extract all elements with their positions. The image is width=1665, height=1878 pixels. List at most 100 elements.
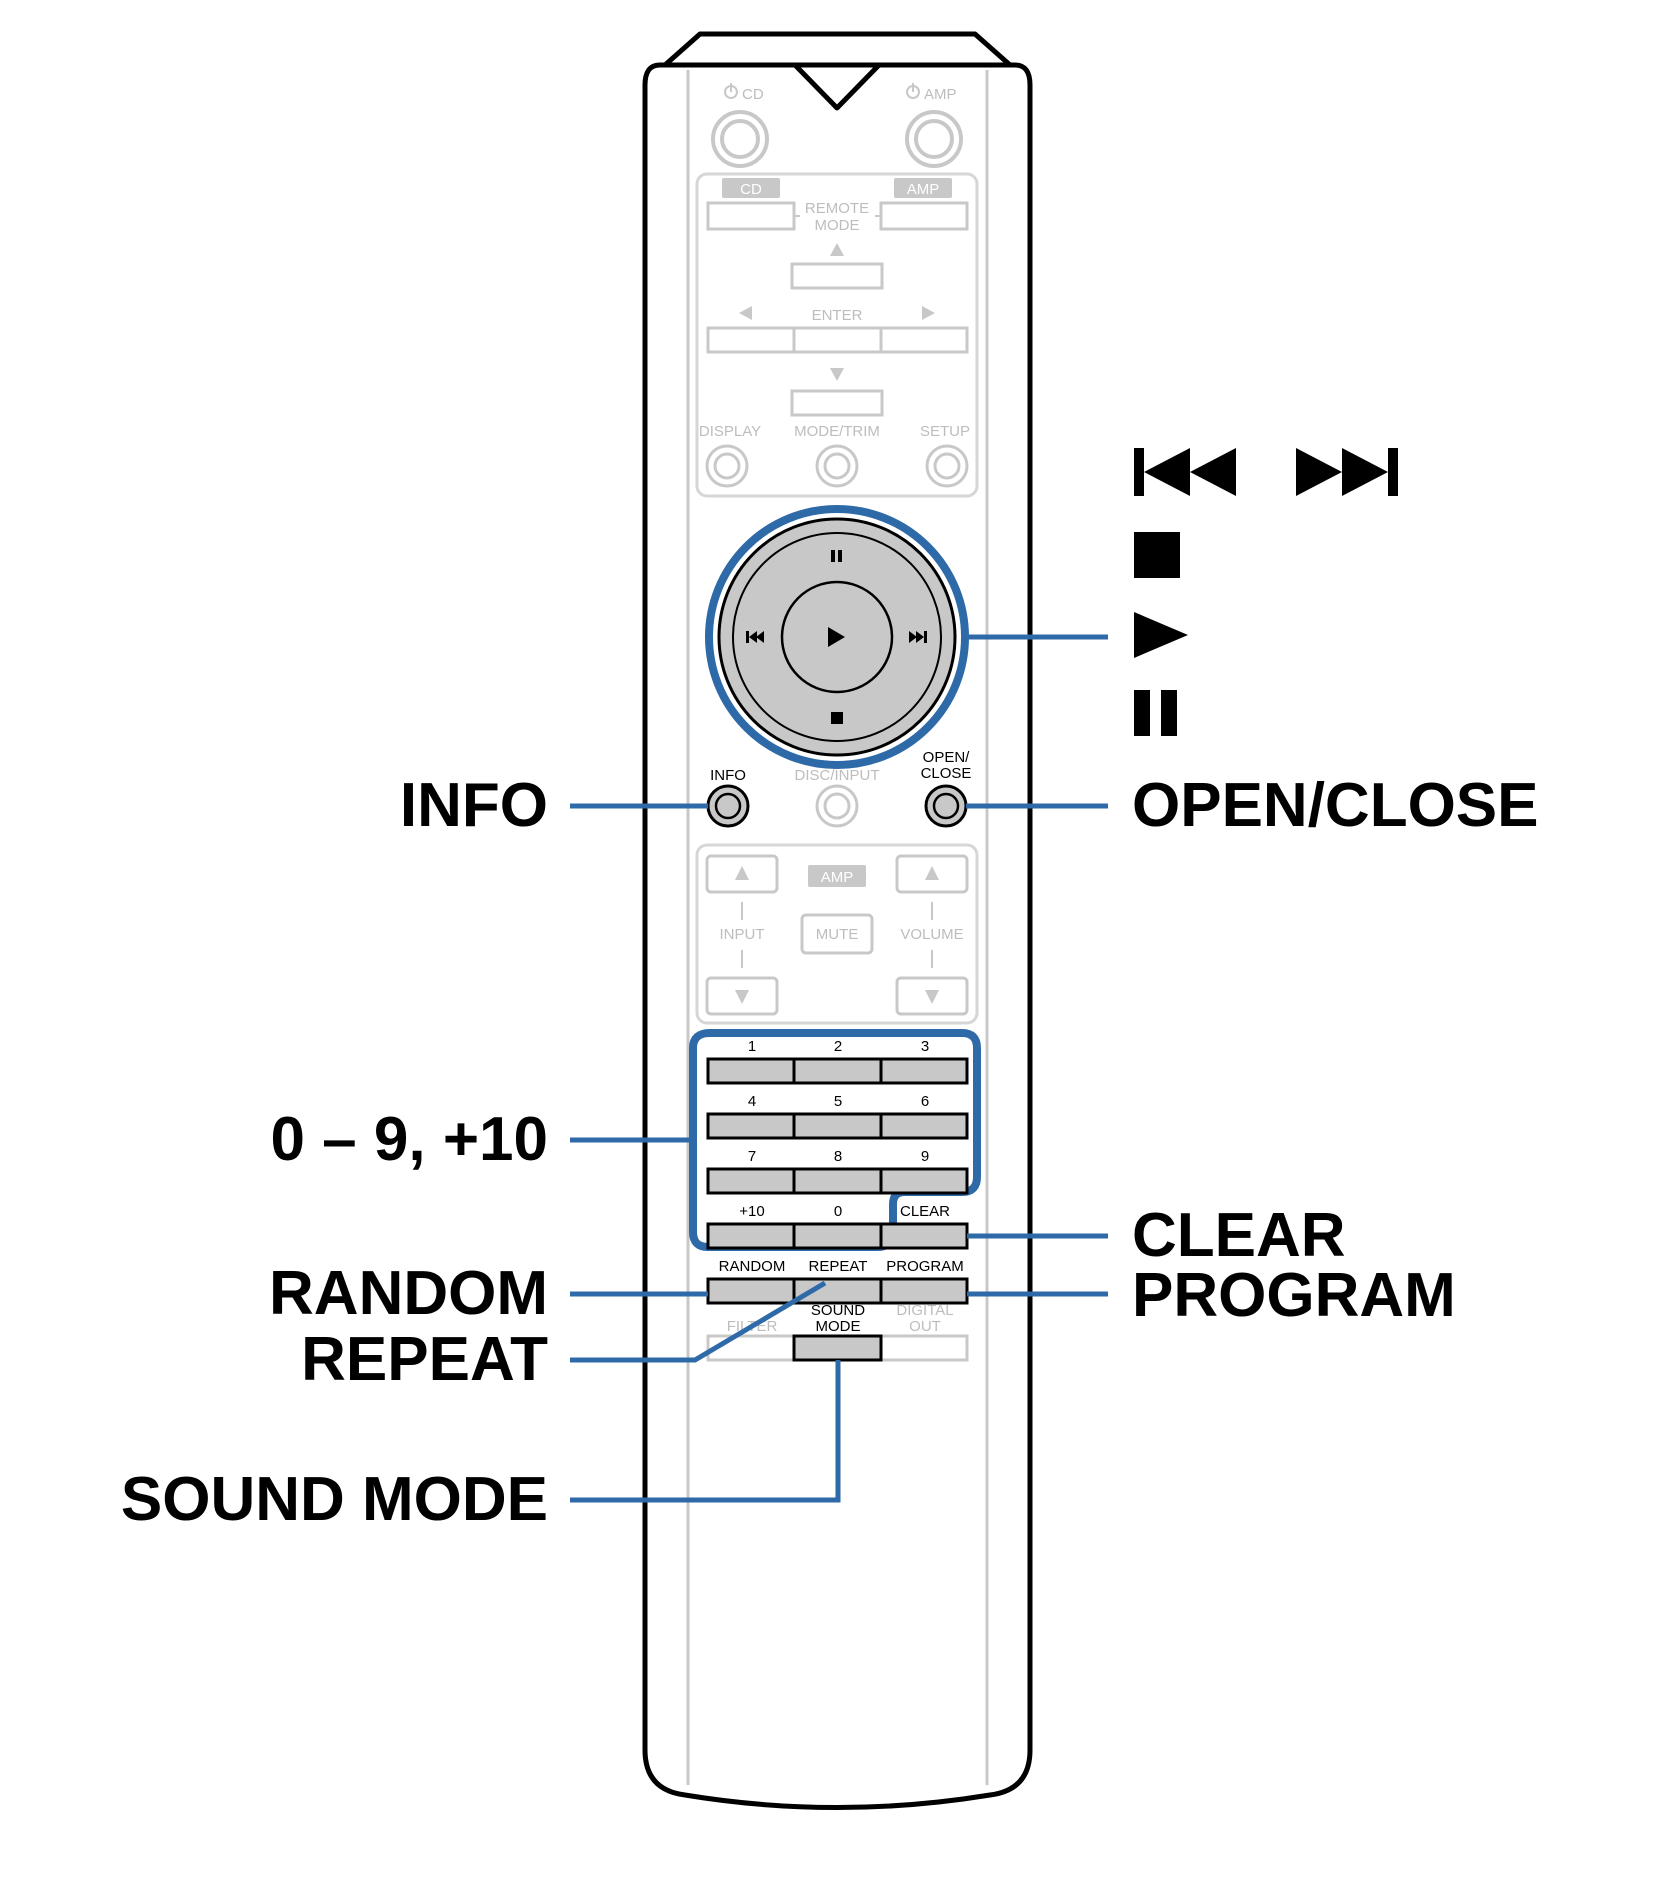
- callout-repeat: REPEAT: [301, 1325, 548, 1394]
- key-2-button[interactable]: [792, 1057, 883, 1085]
- up-arrow-icon: [830, 243, 844, 256]
- key-7-button[interactable]: [706, 1167, 796, 1195]
- key-2-label: 2: [834, 1038, 842, 1055]
- pause-icon: [831, 550, 842, 562]
- callout-clear: CLEAR: [1132, 1201, 1346, 1270]
- cursor-left-button[interactable]: [706, 326, 796, 354]
- open-close-button[interactable]: [924, 784, 968, 828]
- key-5-label: 5: [834, 1093, 842, 1110]
- play-icon: [828, 627, 845, 647]
- remote-mode-cd-button[interactable]: [706, 201, 796, 231]
- key-1-label: 1: [748, 1038, 756, 1055]
- repeat-leader: [570, 1280, 827, 1363]
- number-keys-highlight: [689, 1029, 981, 1251]
- mute-label: MUTE: [816, 926, 859, 943]
- down-arrow-icon: [830, 368, 844, 381]
- stop-icon: [831, 712, 843, 724]
- callout-info: INFO: [400, 771, 548, 840]
- clear-button[interactable]: [879, 1222, 969, 1250]
- transport-dial[interactable]: [705, 505, 969, 769]
- digital-out-button[interactable]: [879, 1334, 969, 1362]
- power-amp-button[interactable]: AMP: [905, 83, 963, 168]
- disc-input-button[interactable]: [815, 784, 859, 828]
- power-amp-label: AMP: [924, 86, 957, 103]
- power-icon: [724, 83, 738, 99]
- program-button[interactable]: [879, 1277, 969, 1305]
- enter-label: ENTER: [812, 307, 863, 324]
- key-5-button[interactable]: [792, 1112, 883, 1140]
- remote-mode-amp-button[interactable]: [879, 201, 969, 231]
- key-1-button[interactable]: [706, 1057, 796, 1085]
- cursor-down-button[interactable]: [790, 389, 884, 417]
- power-cd-label: CD: [742, 86, 764, 103]
- key-9-button[interactable]: [879, 1167, 969, 1195]
- repeat-label: REPEAT: [809, 1258, 868, 1275]
- callout-random: RANDOM: [269, 1259, 548, 1328]
- pause-icon: [1134, 690, 1177, 736]
- key-8-button[interactable]: [792, 1167, 883, 1195]
- up-arrow-icon: [735, 866, 749, 880]
- key-6-button[interactable]: [879, 1112, 969, 1140]
- open-close-label-line1: OPEN/: [923, 749, 971, 766]
- info-button[interactable]: [706, 784, 750, 828]
- down-arrow-icon: [925, 990, 939, 1004]
- amp-tag-label: AMP: [821, 869, 854, 886]
- key-plus10-label: +10: [739, 1203, 764, 1220]
- skip-forward-icon: [909, 631, 927, 643]
- key-4-label: 4: [748, 1093, 756, 1110]
- cursor-up-button[interactable]: [790, 262, 884, 290]
- remote-mode-cd-tag: [722, 178, 780, 198]
- amp-tag: [808, 865, 866, 887]
- up-arrow-icon: [925, 866, 939, 880]
- transport-legend: [1134, 448, 1398, 736]
- random-label: RANDOM: [719, 1258, 786, 1275]
- cursor-right-button[interactable]: [879, 326, 969, 354]
- power-cd-button[interactable]: CD: [711, 83, 769, 168]
- remote-mode-label-line1: REMOTE: [805, 200, 869, 217]
- skip-back-icon: [746, 631, 764, 643]
- display-label: DISPLAY: [699, 423, 761, 440]
- mute-button[interactable]: [800, 913, 874, 955]
- digital-out-label-line2: OUT: [909, 1318, 941, 1335]
- setup-button[interactable]: [925, 444, 969, 488]
- program-label: PROGRAM: [886, 1258, 964, 1275]
- mode-trim-button[interactable]: [815, 444, 859, 488]
- mode-trim-label: MODE/TRIM: [794, 423, 880, 440]
- key-0-label: 0: [834, 1203, 842, 1220]
- input-label: INPUT: [720, 926, 765, 943]
- sound-mode-label-line1: SOUND: [811, 1302, 865, 1319]
- enter-button[interactable]: [792, 326, 883, 354]
- digital-out-label-line1: DIGITAL: [896, 1302, 953, 1319]
- callout-numbers: 0 – 9, +10: [270, 1105, 548, 1174]
- left-arrow-icon: [739, 306, 752, 320]
- random-button[interactable]: [706, 1277, 796, 1305]
- remote-mode-amp-tag: [894, 178, 952, 198]
- filter-button[interactable]: [706, 1334, 796, 1362]
- stop-icon: [1134, 532, 1180, 578]
- key-plus10-button[interactable]: [706, 1222, 796, 1250]
- key-3-button[interactable]: [879, 1057, 969, 1085]
- remote-mode-amp-tag-label: AMP: [907, 181, 940, 198]
- skip-back-icon: [1134, 448, 1236, 496]
- open-close-label-line2: CLOSE: [921, 765, 972, 782]
- sound-mode-button[interactable]: [792, 1334, 883, 1362]
- navigation-panel: [695, 172, 979, 498]
- power-icon: [906, 83, 920, 99]
- callout-open-close: OPEN/CLOSE: [1132, 771, 1539, 840]
- skip-forward-icon: [1296, 448, 1398, 496]
- sound-mode-label-line2: MODE: [816, 1318, 861, 1335]
- key-7-label: 7: [748, 1148, 756, 1165]
- key-3-label: 3: [921, 1038, 929, 1055]
- info-label: INFO: [710, 767, 746, 784]
- leader-lines: [570, 634, 1108, 1503]
- display-button[interactable]: [705, 444, 749, 488]
- key-4-button[interactable]: [706, 1112, 796, 1140]
- play-icon: [1134, 612, 1188, 658]
- remote-mode-cd-tag-label: CD: [740, 181, 762, 198]
- key-0-button[interactable]: [792, 1222, 883, 1250]
- disc-input-label: DISC/INPUT: [794, 767, 879, 784]
- volume-label: VOLUME: [900, 926, 963, 943]
- clear-label: CLEAR: [900, 1203, 950, 1220]
- remote-mode-label-line2: MODE: [815, 217, 860, 234]
